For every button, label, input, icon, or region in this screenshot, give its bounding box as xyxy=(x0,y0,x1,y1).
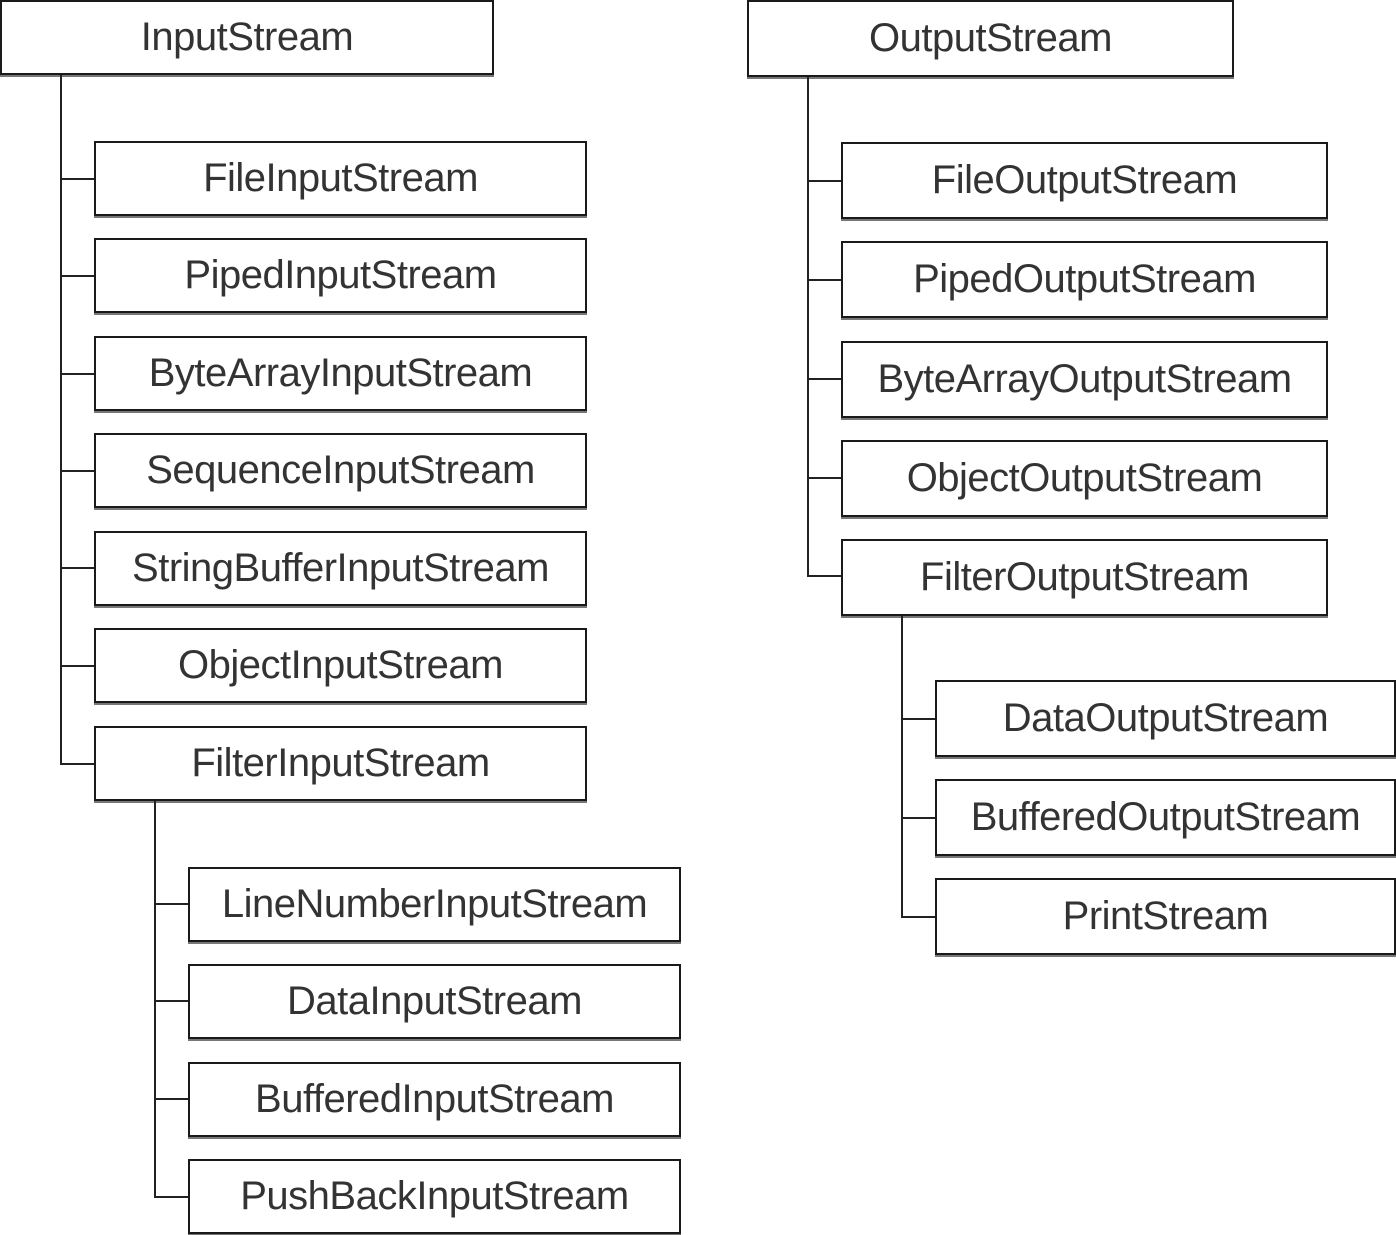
sequenceinputstream-node: SequenceInputStream xyxy=(94,433,587,508)
connector xyxy=(154,1098,189,1100)
datainputstream-node: DataInputStream xyxy=(188,964,681,1039)
filteroutputstream-node: FilterOutputStream xyxy=(841,539,1328,616)
connector xyxy=(901,817,936,819)
connector xyxy=(901,718,936,720)
connector xyxy=(60,373,95,375)
bytearrayoutputstream-node: ByteArrayOutputStream xyxy=(841,341,1328,418)
inputstream-node: InputStream xyxy=(0,0,494,75)
pipedinputstream-node: PipedInputStream xyxy=(94,238,587,313)
objectoutputstream-node: ObjectOutputStream xyxy=(841,440,1328,517)
connector xyxy=(60,178,95,180)
output-tree-trunk xyxy=(807,77,809,577)
pushbackinputstream-node: PushBackInputStream xyxy=(188,1159,681,1234)
bytearrayinputstream-node: ByteArrayInputStream xyxy=(94,336,587,411)
dataoutputstream-node: DataOutputStream xyxy=(935,680,1396,757)
bufferedinputstream-node: BufferedInputStream xyxy=(188,1062,681,1137)
fileoutputstream-node: FileOutputStream xyxy=(841,142,1328,219)
bufferedoutputstream-node: BufferedOutputStream xyxy=(935,779,1396,856)
connector xyxy=(60,665,95,667)
printstream-node: PrintStream xyxy=(935,878,1396,955)
filterinputstream-node: FilterInputStream xyxy=(94,726,587,801)
outputstream-node: OutputStream xyxy=(747,0,1234,77)
linenumberinputstream-node: LineNumberInputStream xyxy=(188,867,681,942)
connector xyxy=(154,1000,189,1002)
connector xyxy=(154,903,189,905)
connector xyxy=(807,378,842,380)
input-tree-trunk xyxy=(60,75,62,765)
connector xyxy=(807,279,842,281)
connector xyxy=(807,477,842,479)
connector xyxy=(60,275,95,277)
connector xyxy=(60,567,95,569)
fileinputstream-node: FileInputStream xyxy=(94,141,587,216)
stringbufferinputstream-node: StringBufferInputStream xyxy=(94,531,587,606)
connector xyxy=(807,575,842,577)
connector xyxy=(60,763,95,765)
objectinputstream-node: ObjectInputStream xyxy=(94,628,587,703)
connector xyxy=(901,916,936,918)
connector xyxy=(807,180,842,182)
connector xyxy=(60,470,95,472)
filter-input-trunk xyxy=(154,801,156,1198)
pipedoutputstream-node: PipedOutputStream xyxy=(841,241,1328,318)
filter-output-trunk xyxy=(901,616,903,918)
connector xyxy=(154,1196,189,1198)
